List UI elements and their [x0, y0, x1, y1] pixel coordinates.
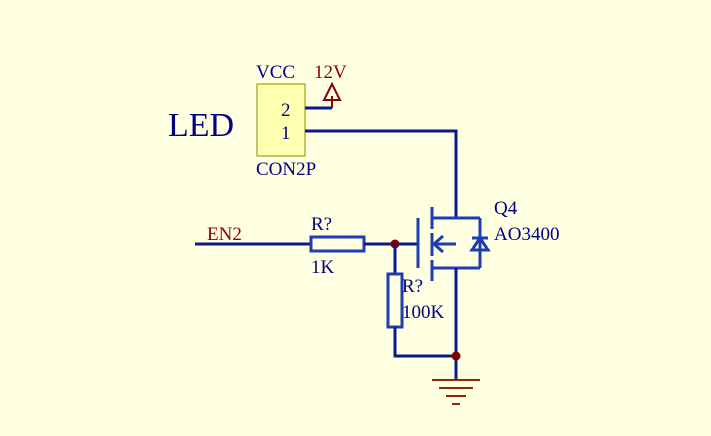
pulldown-resistor-designator: R? — [402, 276, 423, 297]
ground-junction-dot — [451, 351, 461, 361]
pulldown-resistor-value: 100K — [402, 302, 445, 323]
pulldown-resistor — [386, 272, 404, 329]
mosfet-designator: Q4 — [494, 198, 518, 219]
led-title: LED — [168, 107, 234, 144]
series-resistor-value: 1K — [311, 257, 335, 278]
series-resistor — [309, 235, 366, 253]
series-resistor-designator: R? — [311, 214, 332, 235]
mosfet-part: AO3400 — [494, 224, 559, 245]
pin-2-label: 2 — [281, 100, 291, 121]
pulldown-bottom-wire — [393, 327, 456, 358]
en2-net-label: EN2 — [207, 224, 242, 245]
drain-wire — [305, 129, 458, 218]
voltage-label: 12V — [314, 62, 347, 83]
connector-body — [256, 83, 306, 157]
pin-1-label: 1 — [281, 123, 291, 144]
ground-symbol-icon — [432, 379, 480, 405]
vcc-label: VCC — [256, 62, 295, 83]
mosfet-symbol — [416, 207, 491, 281]
power-arrow-icon — [305, 81, 342, 110]
connector-part-label: CON2P — [256, 159, 316, 180]
